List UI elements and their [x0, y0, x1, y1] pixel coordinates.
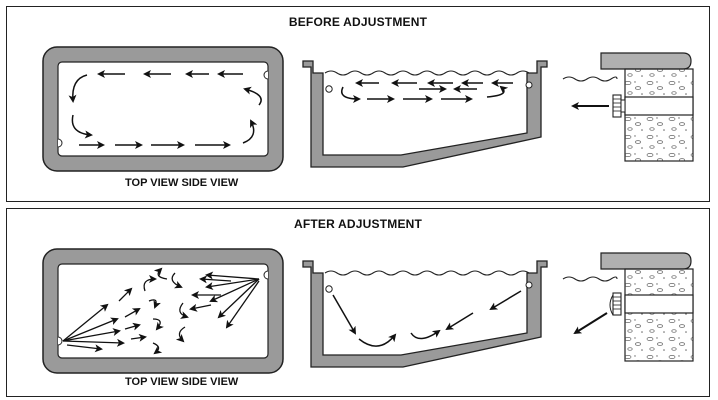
- skimmer-icon: [263, 270, 269, 280]
- flow-direction-arrow-after: [573, 312, 608, 335]
- panel-title-before: BEFORE ADJUSTMENT: [288, 15, 428, 29]
- after-diagram: [42, 248, 694, 374]
- return-jet-icon: [325, 85, 333, 93]
- circulation-arrows-side-after: [332, 290, 522, 347]
- after-adjustment-panel: AFTER ADJUSTMENT TOP VIEW SIDE VIEW: [6, 208, 710, 397]
- view-label-after: TOP VIEW SIDE VIEW: [125, 376, 239, 388]
- skimmer-icon: [263, 70, 269, 80]
- wall-fitting-detail-before: [562, 52, 694, 162]
- wall-fitting-detail-after: [562, 252, 694, 362]
- water-surface-after: [324, 270, 530, 276]
- top-view-pool-after: [42, 248, 284, 374]
- before-diagram: [42, 46, 694, 172]
- eyeball-fitting-icon: [612, 292, 622, 316]
- view-label-before: TOP VIEW SIDE VIEW: [125, 177, 239, 189]
- skimmer-icon: [525, 81, 533, 89]
- side-view-pool-before: [302, 60, 548, 168]
- panel-title-after: AFTER ADJUSTMENT: [293, 217, 423, 231]
- circulation-arrows-top-after: [62, 267, 260, 355]
- skimmer-icon: [525, 281, 533, 289]
- circulation-arrows-top-before: [68, 70, 262, 149]
- top-view-pool-before: [42, 46, 284, 172]
- return-jet-icon: [325, 285, 333, 293]
- circulation-arrows-side-before: [341, 79, 513, 103]
- eyeball-fitting-icon: [612, 94, 622, 118]
- side-view-pool-after: [302, 260, 548, 368]
- before-adjustment-panel: BEFORE ADJUSTMENT TOP VIEW SIDE VIEW: [6, 6, 710, 202]
- water-surface-before: [324, 70, 530, 76]
- return-jet-icon: [57, 336, 63, 346]
- return-jet-icon: [57, 138, 63, 148]
